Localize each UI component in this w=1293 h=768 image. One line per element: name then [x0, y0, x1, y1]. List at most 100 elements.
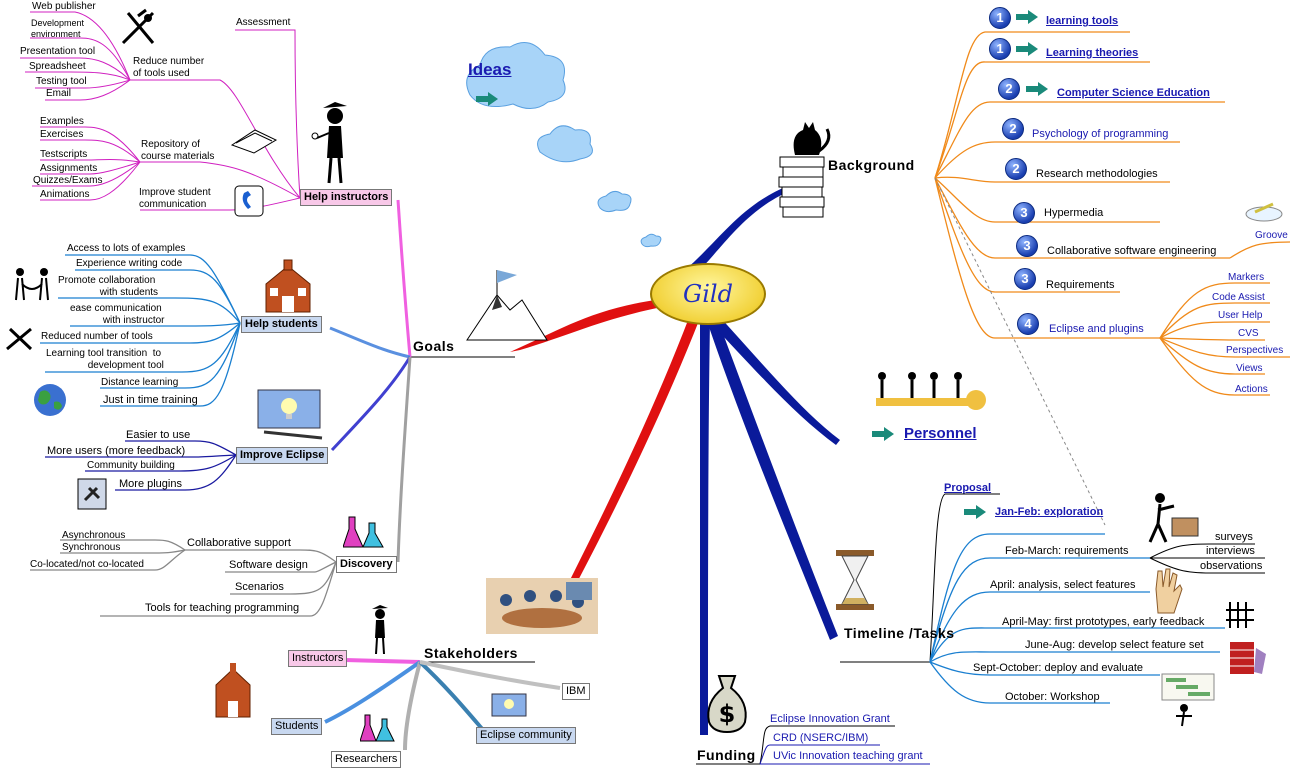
students-item[interactable]: Reduced number of tools	[41, 331, 153, 342]
material-item[interactable]: Animations	[40, 189, 90, 200]
plugin-item[interactable]: CVS	[1238, 328, 1259, 339]
task-item[interactable]: June-Aug: develop select feature set	[1025, 639, 1204, 651]
school-icon	[265, 259, 311, 313]
phone-icon	[234, 185, 264, 217]
background-item-label[interactable]: Collaborative software engineering	[1047, 245, 1217, 257]
eclipse-item[interactable]: More users (more feedback)	[47, 445, 186, 457]
plugin-item[interactable]: User Help	[1218, 310, 1263, 321]
funding-branch[interactable]: Funding	[697, 747, 756, 763]
ideas-link[interactable]: Ideas	[468, 60, 512, 79]
flask-icon	[343, 516, 384, 548]
discovery-node[interactable]: Discovery	[336, 556, 397, 573]
priority-badge: 2	[998, 78, 1020, 100]
plugin-item[interactable]: Perspectives	[1226, 345, 1284, 356]
tool-item[interactable]: Email	[46, 88, 72, 99]
improve-communication-label[interactable]: Improve student communication	[139, 187, 211, 210]
hand-icon	[1155, 568, 1183, 614]
students-item[interactable]: Just in time training	[103, 394, 198, 406]
tool-item[interactable]: Web publisher	[32, 1, 96, 12]
arrow-right-icon[interactable]	[964, 505, 986, 519]
background-item-label[interactable]: Eclipse and plugins	[1049, 323, 1144, 335]
help-instructors-node[interactable]: Help instructors	[300, 189, 393, 206]
repository-label[interactable]: Repository of course materials	[141, 139, 215, 162]
task-item[interactable]: October: Workshop	[1005, 691, 1100, 703]
requirement-item[interactable]: observations	[1200, 560, 1263, 572]
task-item[interactable]: April: analysis, select features	[990, 579, 1136, 591]
arrow-right-icon[interactable]	[1016, 10, 1038, 24]
material-item[interactable]: Exercises	[40, 129, 84, 140]
students-item[interactable]: Learning tool transition to development …	[46, 348, 164, 371]
eclipse-community-node[interactable]: Eclipse community	[476, 727, 576, 744]
tool-item[interactable]: Presentation tool	[20, 46, 96, 57]
material-item[interactable]: Assignments	[40, 163, 98, 174]
task-item[interactable]: Feb-March: requirements	[1005, 545, 1129, 557]
researchers-node[interactable]: Researchers	[331, 751, 402, 768]
background-branch[interactable]: Background	[828, 157, 915, 173]
task-item[interactable]: April-May: first prototypes, early feedb…	[1002, 616, 1205, 628]
collab-item[interactable]: Co-located/not co-located	[30, 559, 144, 570]
students-item[interactable]: Access to lots of examples	[67, 243, 186, 254]
background-item-label[interactable]: Hypermedia	[1044, 207, 1104, 219]
collaborative-support-label[interactable]: Collaborative support	[187, 537, 291, 549]
background-item-label[interactable]: Research methodologies	[1036, 168, 1158, 180]
software-design-label[interactable]: Software design	[229, 559, 308, 571]
students-item[interactable]: Distance learning	[101, 377, 179, 388]
improve-eclipse-node[interactable]: Improve Eclipse	[236, 447, 329, 464]
arrow-right-icon[interactable]	[872, 427, 894, 441]
requirement-item[interactable]: interviews	[1206, 545, 1255, 557]
money-bag-icon: $	[707, 675, 747, 734]
stakeholders-branch[interactable]: Stakeholders	[424, 645, 518, 661]
reduce-tools-label[interactable]: Reduce number of tools used	[133, 56, 205, 79]
students-item[interactable]: Experience writing code	[76, 258, 183, 269]
tools-teaching-label[interactable]: Tools for teaching programming	[145, 602, 300, 614]
students-item[interactable]: ease communication with instructor	[70, 303, 165, 326]
material-item[interactable]: Quizzes/Exams	[33, 175, 103, 186]
goals-branch[interactable]: Goals	[413, 338, 455, 354]
computer-lightbulb-icon	[257, 389, 323, 440]
task-item[interactable]: Sept-October: deploy and evaluate	[973, 662, 1144, 674]
students-node[interactable]: Students	[271, 718, 323, 735]
background-item-label[interactable]: Psychology of programming	[1032, 128, 1169, 140]
tool-item[interactable]: Spreadsheet	[29, 61, 86, 72]
material-item[interactable]: Examples	[40, 116, 84, 127]
plugin-item[interactable]: Code Assist	[1212, 292, 1265, 303]
arrow-right-icon[interactable]	[1016, 42, 1038, 56]
arrow-right-icon[interactable]	[1026, 82, 1048, 96]
students-item[interactable]: Promote collaboration with students	[58, 275, 159, 298]
groove-label[interactable]: Groove	[1255, 230, 1288, 241]
collab-item[interactable]: Asynchronous	[62, 530, 126, 541]
funding-item[interactable]: CRD (NSERC/IBM)	[773, 732, 869, 744]
ibm-node[interactable]: IBM	[562, 683, 590, 700]
plugin-icon	[77, 478, 107, 510]
tool-item[interactable]: Development environment	[31, 18, 85, 39]
assessment-label[interactable]: Assessment	[236, 17, 291, 28]
eclipse-item[interactable]: Easier to use	[126, 429, 191, 441]
timeline-branch[interactable]: Timeline /Tasks	[844, 625, 955, 641]
books-icon	[230, 129, 278, 154]
collab-item[interactable]: Synchronous	[62, 542, 121, 553]
background-item-label[interactable]: Computer Science Education	[1057, 87, 1210, 99]
requirement-item[interactable]: surveys	[1215, 531, 1253, 543]
personnel-link[interactable]: Personnel	[904, 425, 977, 442]
scenarios-label[interactable]: Scenarios	[235, 581, 284, 593]
tool-item[interactable]: Testing tool	[36, 76, 87, 87]
plugin-item[interactable]: Actions	[1235, 384, 1268, 395]
background-item-label[interactable]: Learning theories	[1046, 47, 1139, 59]
eclipse-item[interactable]: More plugins	[119, 478, 182, 490]
instructors-node[interactable]: Instructors	[288, 650, 348, 667]
gild-central-node[interactable]: Gild	[650, 263, 766, 325]
plugin-item[interactable]: Markers	[1228, 272, 1265, 283]
proposal-link[interactable]: Proposal	[944, 482, 992, 494]
plugin-item[interactable]: Views	[1236, 363, 1263, 374]
janfeb-link[interactable]: Jan-Feb: exploration	[995, 506, 1104, 518]
groove-icon	[1245, 202, 1283, 222]
funding-item[interactable]: UVic Innovation teaching grant	[773, 750, 923, 762]
background-item-label[interactable]: Requirements	[1046, 279, 1115, 291]
funding-item[interactable]: Eclipse Innovation Grant	[770, 713, 890, 725]
material-item[interactable]: Testscripts	[40, 149, 88, 160]
graduate-figure-icon	[311, 102, 347, 184]
arrow-right-icon[interactable]	[476, 92, 498, 106]
eclipse-item[interactable]: Community building	[87, 460, 175, 471]
help-students-node[interactable]: Help students	[241, 316, 322, 333]
background-item-label[interactable]: learning tools	[1046, 15, 1119, 27]
